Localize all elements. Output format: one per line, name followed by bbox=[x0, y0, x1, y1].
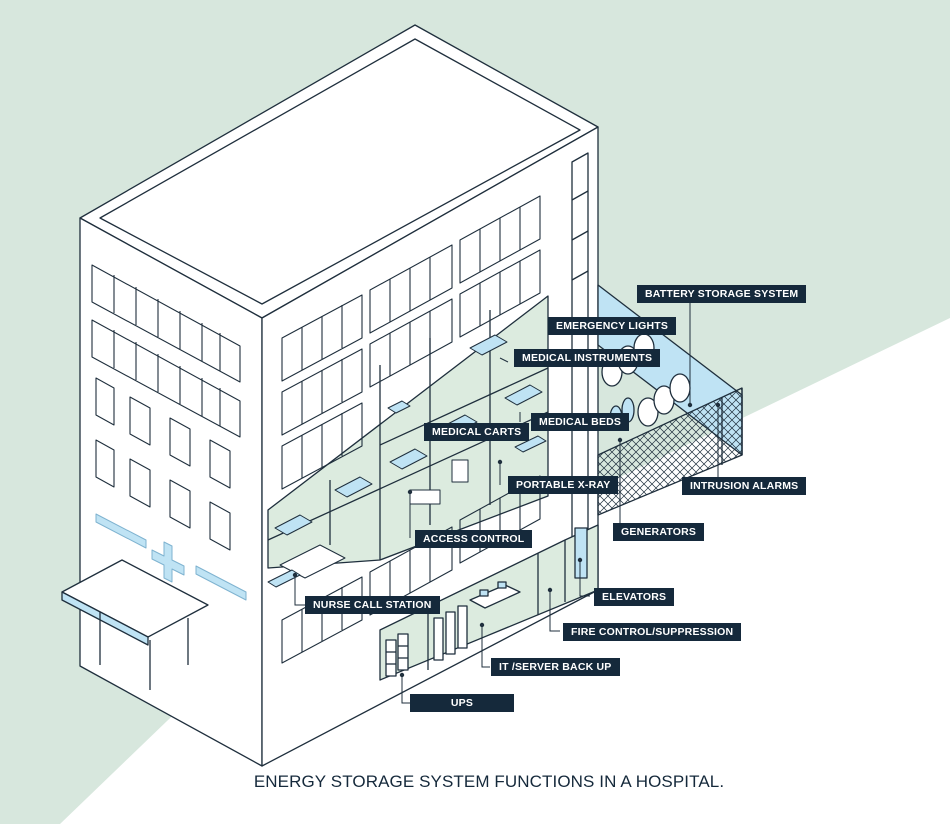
callout-ups: UPS bbox=[410, 694, 514, 712]
server-racks bbox=[433, 605, 468, 661]
left-windows bbox=[91, 264, 241, 551]
roof-inner bbox=[99, 38, 581, 305]
elevator-shaft bbox=[574, 527, 588, 579]
ups-cabinets bbox=[385, 633, 409, 677]
diagram-title: ENERGY STORAGE SYSTEM FUNCTIONS IN A HOS… bbox=[253, 772, 725, 791]
right-windows bbox=[281, 195, 541, 664]
leader-dots bbox=[292, 402, 721, 678]
callout-medical-carts: MEDICAL CARTS bbox=[424, 423, 530, 441]
hospital-cross bbox=[95, 513, 247, 601]
callout-access-control: ACCESS CONTROL bbox=[415, 530, 533, 548]
callout-elevators: ELEVATORS bbox=[594, 588, 675, 606]
callout-battery-storage-system: BATTERY STORAGE SYSTEM bbox=[637, 285, 807, 303]
callout-nurse-call-station: NURSE CALL STATION bbox=[305, 596, 440, 614]
nurse-station bbox=[267, 459, 469, 588]
callout-generators: GENERATORS bbox=[613, 523, 705, 541]
callout-emergency-lights: EMERGENCY LIGHTS bbox=[548, 317, 677, 335]
callout-fire-control: FIRE CONTROL/SUPPRESSION bbox=[563, 623, 742, 641]
office-desks bbox=[469, 581, 521, 609]
callout-portable-xray: PORTABLE X-RAY bbox=[508, 476, 619, 494]
callout-it-server: IT /SERVER BACK UP bbox=[491, 658, 620, 676]
callout-medical-instruments: MEDICAL INSTRUMENTS bbox=[514, 349, 661, 367]
callout-medical-beds: MEDICAL BEDS bbox=[531, 413, 630, 431]
callout-intrusion-alarms: INTRUSION ALARMS bbox=[682, 477, 807, 495]
